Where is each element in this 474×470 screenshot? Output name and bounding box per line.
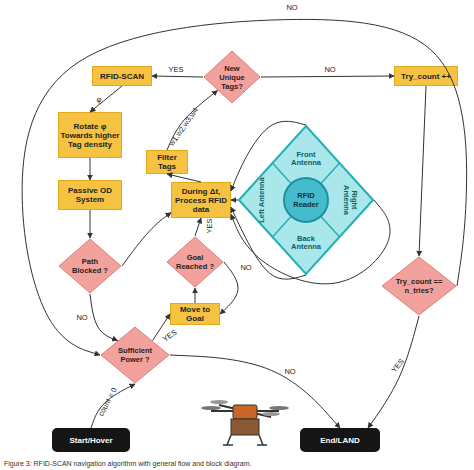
process-box: Move to Goal — [170, 303, 220, 325]
flow-connector — [419, 86, 426, 256]
flow-connector — [220, 262, 238, 314]
drone-skid — [223, 444, 233, 446]
node-text: Path Blocked ? — [69, 257, 111, 275]
edge-label: YES — [162, 328, 179, 343]
node-text: RFID Reader — [285, 191, 327, 209]
edge-label: YES — [206, 218, 214, 233]
node-text: Try_count ++ — [401, 72, 451, 81]
diamond-shape — [167, 237, 223, 287]
node-text: RFID-SCAN — [100, 72, 144, 81]
flow-connector — [231, 200, 390, 284]
flow-connector — [368, 316, 419, 428]
antenna-label: Left Antenna — [258, 177, 266, 223]
flow-connector — [122, 213, 171, 266]
node-text: Start/Hover — [69, 436, 112, 445]
flow-connector — [22, 19, 467, 355]
process-box: Filter Tags — [146, 150, 188, 174]
node-text: Filter Tags — [148, 153, 186, 171]
edge-label: w1,w2,w3,w4 — [168, 106, 200, 147]
node-text: Goal Reached ? — [176, 253, 214, 271]
edge-label: NO — [286, 4, 297, 12]
edge-label: NO — [324, 66, 335, 74]
antenna-label: Front Antenna — [283, 151, 329, 167]
diamond-shape — [59, 239, 121, 293]
node-text: During Δt, Process RFID data — [173, 187, 229, 214]
edge-label: φ — [97, 96, 102, 104]
decision-diamond: Try_count == n_tries? — [381, 256, 457, 316]
drone-leg — [227, 435, 231, 445]
drone-propeller — [269, 406, 289, 410]
flow-connector — [261, 76, 394, 77]
reader-circle: RFID Reader — [283, 177, 329, 223]
node-text: Rotate φ Towards higher Tag density — [60, 122, 120, 149]
flow-connector — [195, 218, 201, 236]
edge-label: NO — [284, 368, 295, 376]
flow-connector — [90, 86, 122, 112]
node-text: Sufficient Power ? — [112, 346, 158, 364]
node-text: Passive OD System — [60, 186, 120, 204]
drone-propeller — [262, 412, 280, 416]
drone-illustration — [201, 400, 289, 445]
flow-connector — [231, 121, 306, 191]
edge-label: NO — [240, 264, 251, 272]
antenna-diamond: Front AntennaLeft Antenna Right AntennaBa… — [238, 125, 374, 275]
figure-caption: Figure 3: RFID-SCAN navigation algorithm… — [4, 460, 470, 468]
node-text: New Unique Tags? — [213, 64, 251, 91]
flow-connector — [195, 288, 196, 303]
process-box: RFID-SCAN — [92, 66, 152, 86]
flow-connector — [153, 314, 171, 341]
flow-connector — [170, 355, 340, 428]
decision-diamond: Goal Reached ? — [166, 236, 224, 288]
antenna-label: Back Antenna — [283, 235, 329, 251]
process-box: Passive OD System — [58, 180, 122, 210]
decision-diamond: Path Blocked ? — [58, 238, 122, 294]
drone-leg — [259, 435, 263, 445]
flow-connector — [90, 158, 91, 180]
drone-propeller — [210, 400, 228, 404]
drone-skid — [257, 444, 267, 446]
flow-connector — [152, 76, 203, 77]
diamond-shape — [101, 327, 169, 383]
diamond-shape — [382, 257, 456, 315]
node-text: Try_count == n_tries? — [394, 277, 444, 295]
antenna-shape — [239, 126, 373, 274]
process-box: Try_count ++ — [394, 66, 458, 86]
decision-diamond: New Unique Tags? — [203, 50, 261, 104]
flow-connector — [231, 200, 238, 201]
drone-payload — [231, 419, 259, 435]
flow-connector — [90, 294, 118, 341]
drone-propeller — [201, 406, 221, 410]
flow-connector — [231, 207, 306, 279]
edge-label: YES — [168, 66, 183, 74]
process-box: During Δt, Process RFID data — [171, 182, 231, 218]
node-text: End/LAND — [320, 436, 360, 445]
process-box: Rotate φ Towards higher Tag density — [58, 112, 122, 158]
flow-connector — [167, 91, 218, 151]
terminal-box: End/LAND — [300, 428, 380, 452]
edge-label: YES — [390, 358, 406, 375]
decision-diamond: Sufficient Power ? — [100, 326, 170, 384]
edge-label: NO — [76, 314, 87, 322]
antenna-label: Right Antenna — [342, 177, 358, 223]
diamond-shape — [204, 51, 260, 103]
edge-label: count = 0 — [97, 386, 119, 417]
terminal-box: Start/Hover — [52, 428, 130, 452]
flow-connector — [91, 384, 135, 428]
node-text: Move to Goal — [172, 305, 218, 323]
flow-connector — [167, 174, 201, 182]
drone-body — [233, 405, 257, 419]
flow-connector — [90, 210, 91, 238]
